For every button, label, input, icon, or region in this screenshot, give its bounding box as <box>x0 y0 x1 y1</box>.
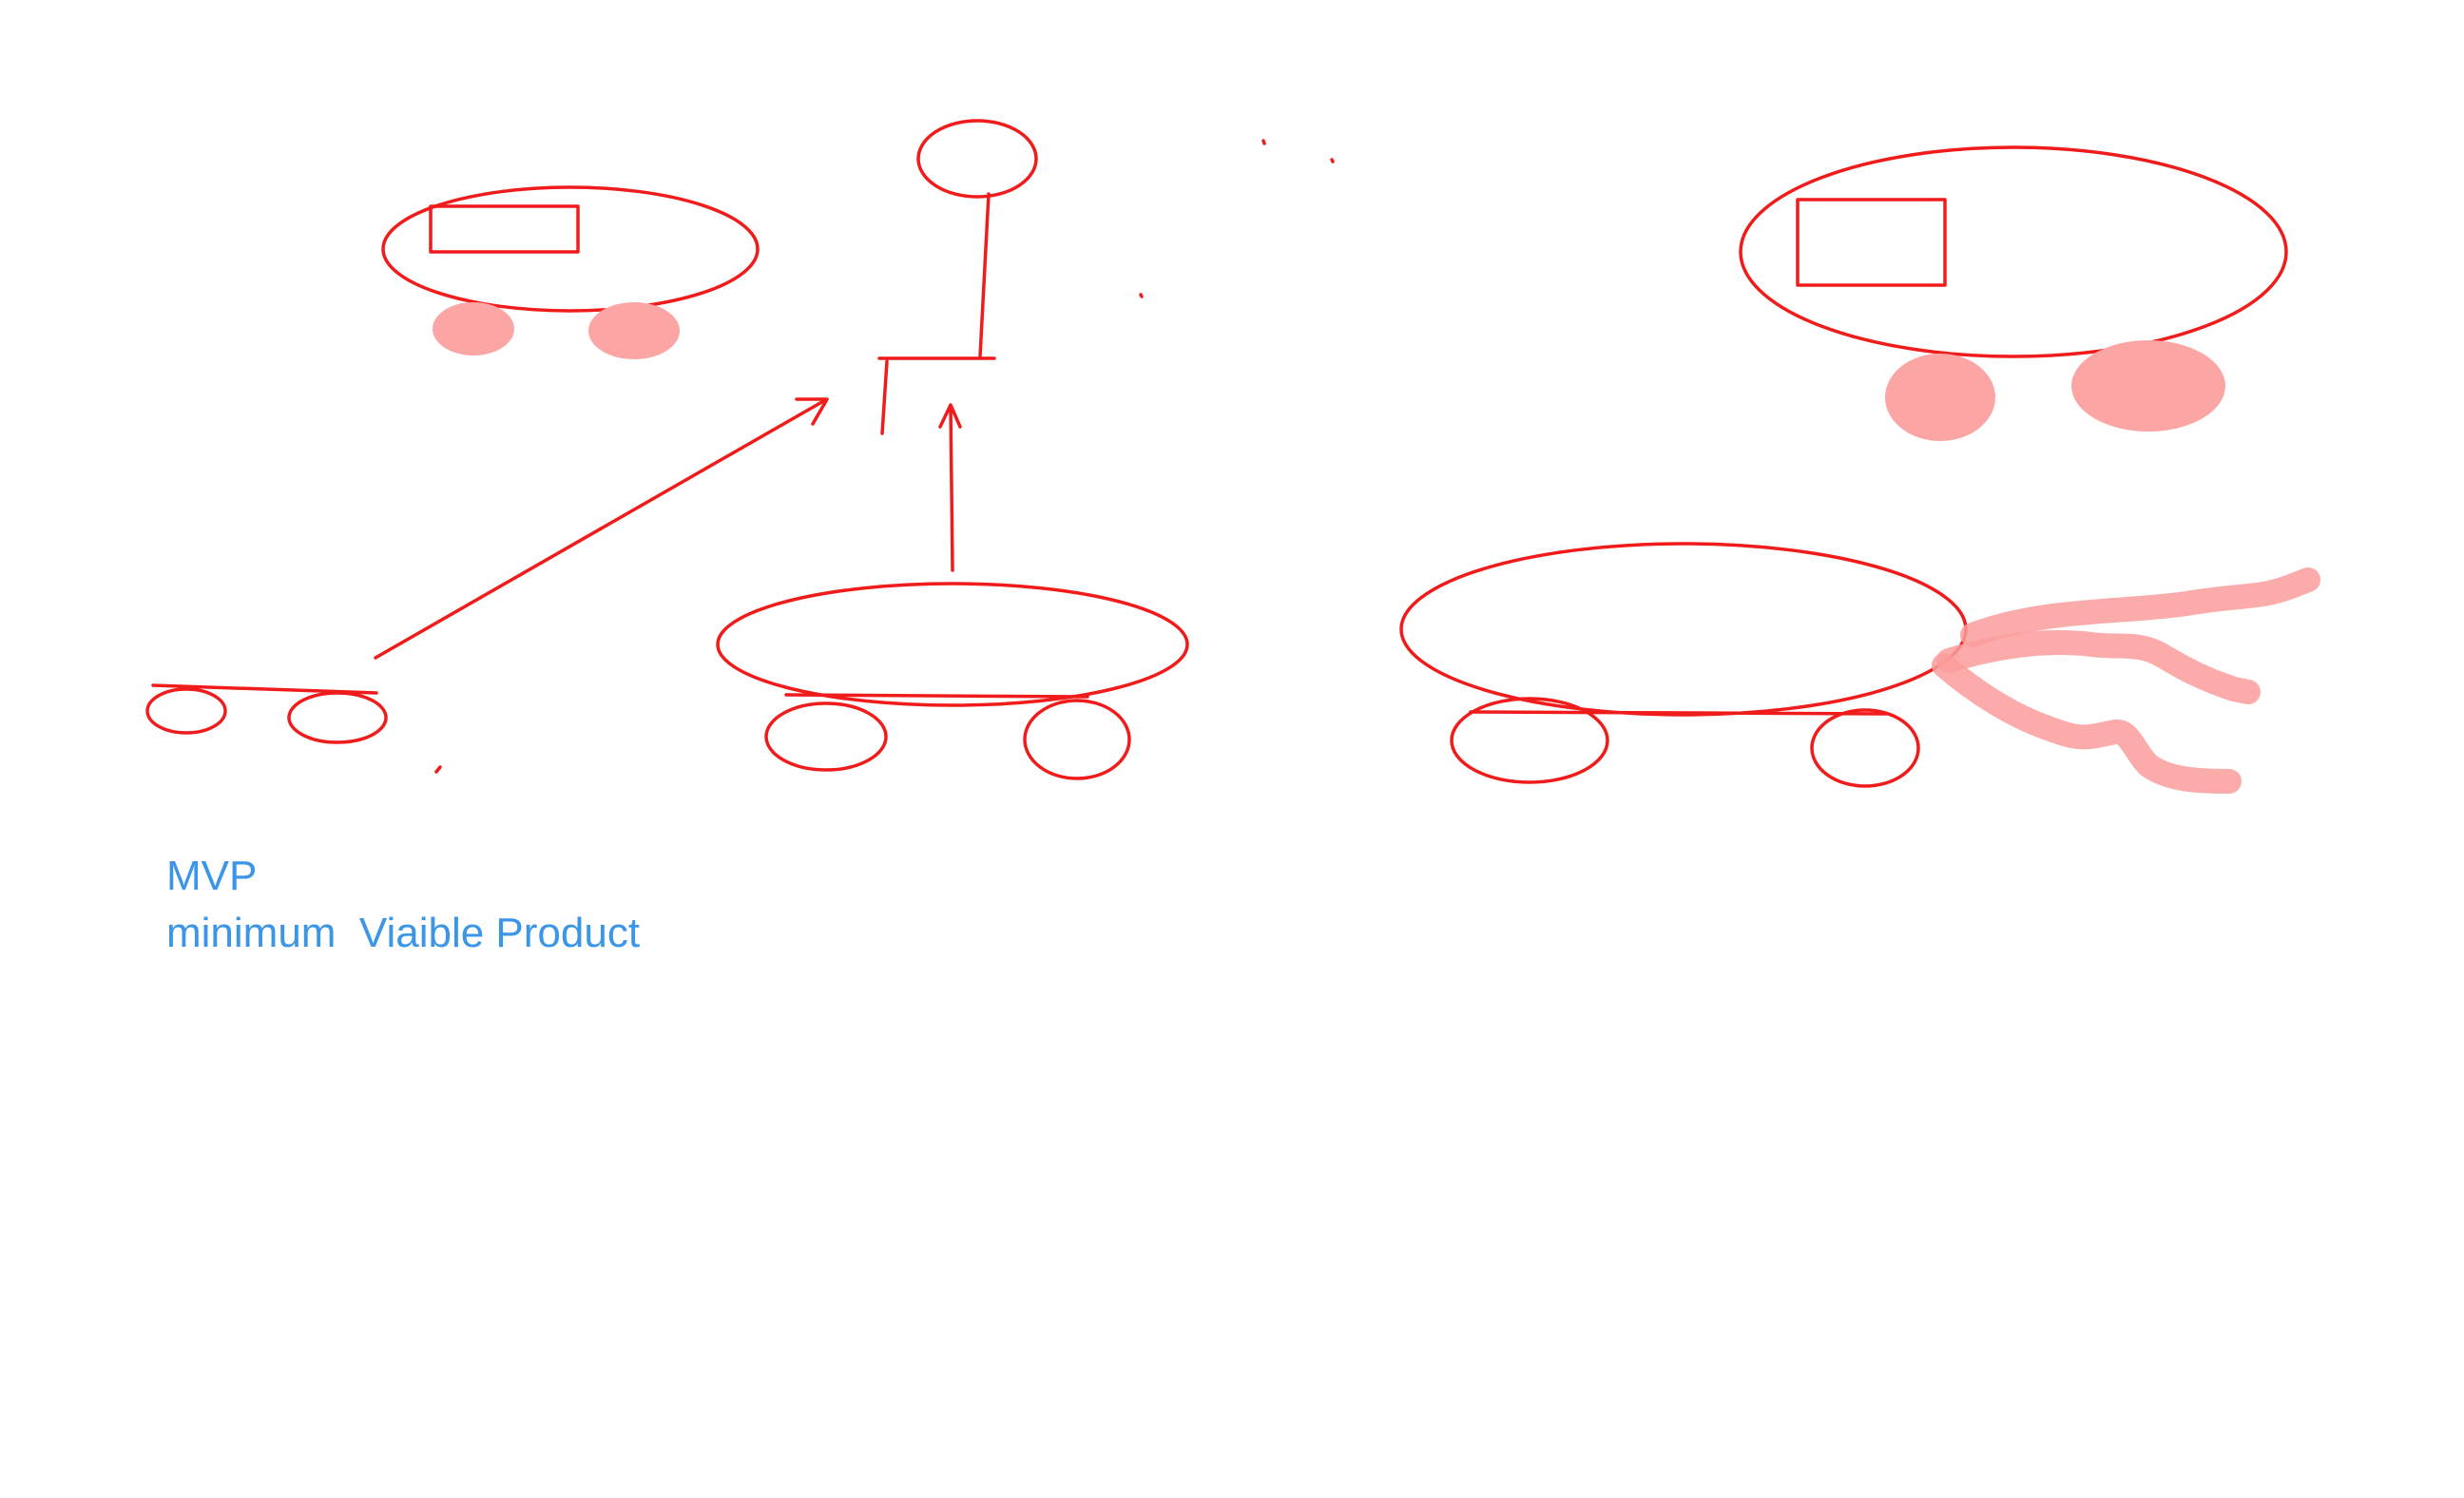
car-wheel-right <box>1023 699 1131 780</box>
car-body <box>1739 145 2288 358</box>
exhaust-stroke <box>1960 567 2320 647</box>
arrow-shaft <box>949 404 954 572</box>
arrow-vertical <box>938 403 962 572</box>
stray-marks <box>434 139 1335 774</box>
car-body <box>716 582 1189 707</box>
arrow-head <box>795 397 829 426</box>
car-wheel-left <box>764 701 888 772</box>
skateboard-sketch <box>145 683 388 744</box>
scooter-pole <box>978 192 991 358</box>
car-wheel-left <box>1885 354 1995 441</box>
stray-dot <box>434 765 442 774</box>
car-sketch-bottom-right <box>1399 542 1968 788</box>
car-window <box>1796 198 1947 287</box>
arrow-head <box>938 403 962 429</box>
car-wheel-right <box>588 302 680 359</box>
scooter-wheel <box>916 119 1038 199</box>
car-chassis <box>1469 710 1889 716</box>
skateboard-wheel-left <box>145 687 227 735</box>
stray-dot <box>1261 139 1266 145</box>
exhaust-stroke <box>1936 629 2261 704</box>
car-wheel-right <box>2071 340 2225 432</box>
caption-mvp: MVP <box>166 853 258 899</box>
scooter-stem <box>880 359 889 435</box>
car-chassis <box>784 693 1089 699</box>
stray-dot <box>1139 293 1144 298</box>
arrow-shaft <box>374 398 827 660</box>
car-wheel-left <box>433 302 514 355</box>
car-sketch-bottom-center <box>716 582 1189 780</box>
exhaust-marker-strokes <box>1932 567 2320 794</box>
scooter-sketch <box>877 119 1038 435</box>
car-body <box>1399 542 1968 717</box>
arrow-diagonal <box>374 397 829 660</box>
car-body <box>381 185 760 313</box>
car-wheel-left <box>1450 697 1609 784</box>
skateboard-wheel-right <box>287 691 388 744</box>
car-sketch-large-top <box>1739 145 2288 441</box>
stray-dot <box>1330 158 1335 163</box>
car-wheel-right <box>1810 708 1920 788</box>
car-window <box>429 204 580 254</box>
car-sketch-small-top <box>381 185 760 359</box>
caption-mvp-expansion: minimum Viaible Product <box>166 910 641 956</box>
exhaust-stroke <box>1932 653 2242 794</box>
